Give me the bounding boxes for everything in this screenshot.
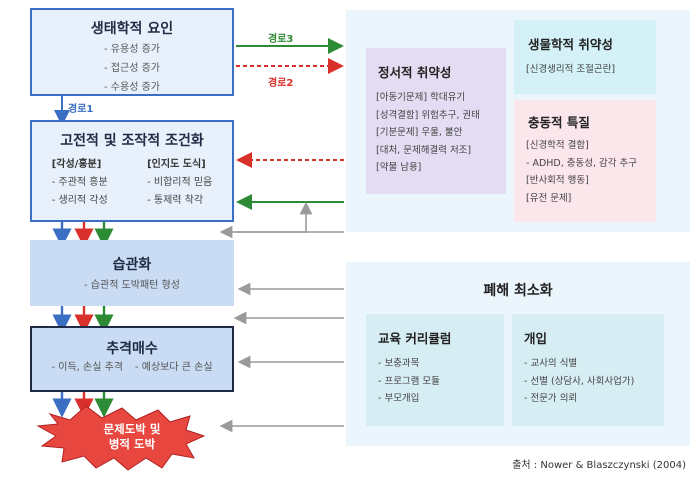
source-credit: 출처 : Nower & Blaszczynski (2004) bbox=[512, 460, 686, 471]
stage-ecological-title: 생태학적 요인 bbox=[90, 21, 174, 37]
path3-label: 경로3 bbox=[268, 34, 294, 45]
stage-chasing-title: 추격매수 bbox=[106, 341, 158, 357]
stage-habituation: 습관화 - 습관적 도박패턴 형성 bbox=[30, 240, 234, 306]
final-label: 문제도박 및 병적 도박 bbox=[103, 422, 161, 451]
stage-chasing: 추격매수 - 이득, 손실 추격 - 예상보다 큰 손실 bbox=[30, 326, 234, 392]
gray-loop-up bbox=[236, 201, 313, 233]
path2-label: 경로2 bbox=[268, 78, 294, 89]
emotional-panel: 정서적 취약성 [아동기문제] 학대유기 [성격결함] 위험추구, 권태 [기분… bbox=[366, 48, 506, 194]
impulsive-panel: 충동적 특질 [신경학적 결함] - ADHD, 충동성, 감각 추구 [반사회… bbox=[514, 100, 656, 222]
education-panel: 교육 커리큘럼 - 보충과목 - 프로그램 모듈 - 부모개입 bbox=[366, 314, 504, 426]
path1-label: 경로1 bbox=[68, 104, 94, 115]
stage-habituation-title: 습관화 bbox=[112, 257, 152, 273]
final-starburst bbox=[36, 405, 206, 471]
stage-conditioning: 고전적 및 조작적 조건화 [각성/흥분] - 주관적 흥분 - 생리적 각성 … bbox=[30, 120, 234, 222]
stage-ecological: 생태학적 요인 - 유용성 증가 - 접근성 증가 - 수용성 증가 bbox=[30, 8, 234, 96]
intervention-panel: 개입 - 교사의 식별 - 선별 (상담사, 사회사업가) - 전문가 의뢰 bbox=[512, 314, 664, 426]
biological-panel: 생물학적 취약성 [신경생리적 조절곤란] bbox=[514, 20, 656, 94]
stage-conditioning-title: 고전적 및 조작적 조건화 bbox=[60, 133, 204, 149]
